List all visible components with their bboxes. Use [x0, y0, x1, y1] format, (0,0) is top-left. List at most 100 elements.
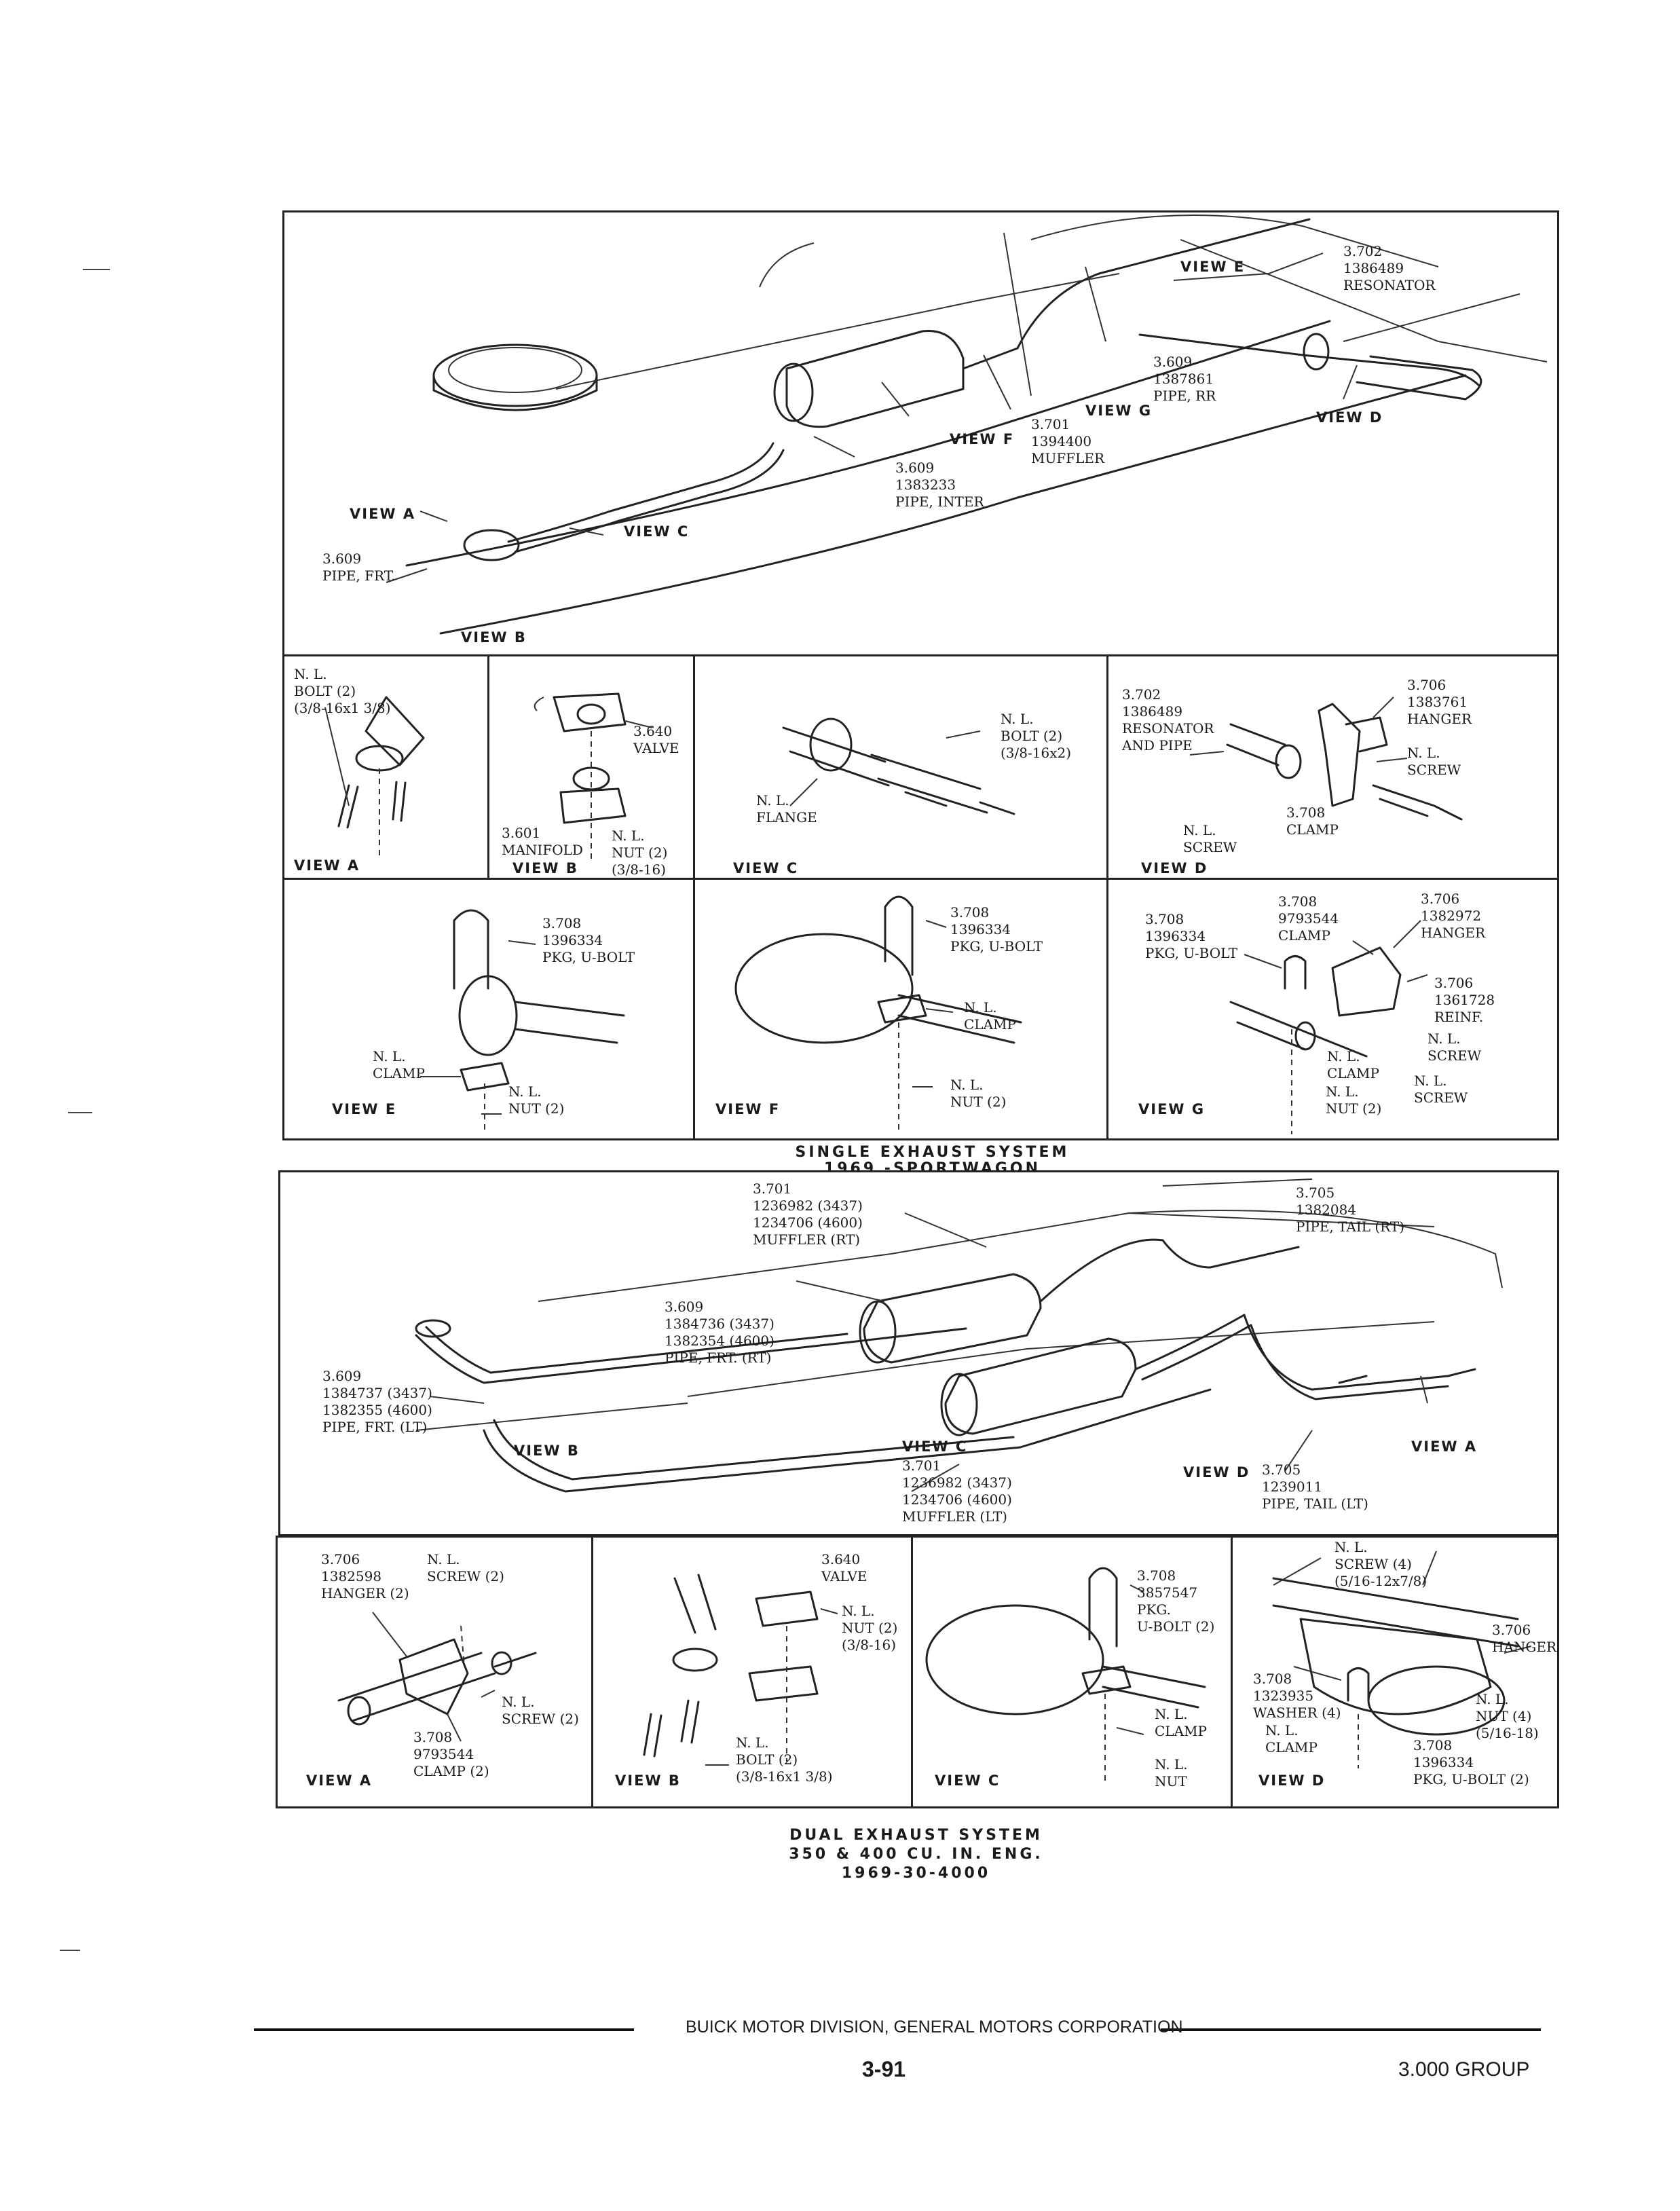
view-label-d: VIEW D [1258, 1772, 1326, 1789]
label-u-bolt: 3.708 1396334 PKG, U-BOLT [1145, 911, 1238, 961]
footer-page-number: 3-91 [862, 2057, 906, 2081]
view-label-b: VIEW B [615, 1772, 681, 1789]
label-hanger: 3.706 1383761 HANGER [1407, 677, 1472, 727]
label-screw: N. L. SCREW [1414, 1073, 1468, 1106]
view-label-f: VIEW F [950, 431, 1015, 447]
single-caption-line1: SINGLE EXHAUST SYSTEM [795, 1144, 1070, 1161]
callout-resonator: 3.702 1386489 RESONATOR [1343, 243, 1436, 293]
label-valve: 3.640 VALVE [633, 723, 679, 756]
dual-caption-line3: 1969-30-4000 [841, 1865, 991, 1882]
dual-main-view: 3.701 1236982 (3437) 1234706 (4600) MUFF… [278, 1170, 1559, 1536]
view-label-g: VIEW G [1085, 403, 1153, 419]
label-manifold: 3.601 MANIFOLD [502, 825, 583, 858]
footer-division: BUICK MOTOR DIVISION, GENERAL MOTORS COR… [686, 2018, 1183, 2037]
view-label-c: VIEW C [935, 1772, 1001, 1789]
view-label-a: VIEW A [350, 506, 416, 522]
label-clamp: N. L. CLAMP [373, 1048, 425, 1081]
label-hanger: 3.706 1382972 HANGER [1421, 891, 1486, 941]
view-label-c: VIEW C [902, 1438, 968, 1455]
margin-mark [83, 269, 110, 270]
view-label-d: VIEW D [1316, 409, 1383, 426]
callout-pipe-frt: 3.609 PIPE, FRT. [322, 551, 396, 584]
label-clamp: N. L. CLAMP [1265, 1722, 1318, 1755]
label-clamp: N. L. CLAMP [1327, 1048, 1379, 1081]
label-screw: N. L. SCREW (2) [502, 1694, 579, 1727]
single-detail-view-d: 3.702 1386489 RESONATOR AND PIPE 3.706 1… [1106, 654, 1559, 880]
view-label-e: VIEW E [1180, 259, 1246, 275]
callout-muffler: 3.701 1394400 MUFFLER [1031, 416, 1105, 466]
label-resonator-and-pipe: 3.702 1386489 RESONATOR AND PIPE [1122, 686, 1214, 754]
label-u-bolt: 3.708 1396334 PKG, U-BOLT [950, 904, 1043, 954]
view-label-c: VIEW C [733, 860, 799, 876]
label-clamp: 3.708 9793544 CLAMP [1278, 893, 1339, 944]
callout-pipe-tail-lt: 3.705 1239011 PIPE, TAIL (LT) [1262, 1462, 1368, 1512]
label-clamp: N. L. CLAMP [964, 999, 1016, 1033]
view-label-a: VIEW A [294, 857, 360, 874]
footer-rule-right [1161, 2028, 1541, 2031]
view-label-g: VIEW G [1138, 1101, 1206, 1117]
view-label-b: VIEW B [461, 629, 527, 646]
dual-detail-view-c: 3.708 3857547 PKG. U-BOLT (2) N. L. CLAM… [911, 1536, 1233, 1808]
label-clamp: 3.708 CLAMP [1286, 804, 1339, 838]
single-main-view: 3.702 1386489 RESONATOR 3.609 1387861 PI… [282, 210, 1559, 656]
callout-pipe-rr: 3.609 1387861 PIPE, RR [1153, 354, 1216, 404]
label-nut: N. L. NUT [1155, 1756, 1188, 1789]
view-label-d: VIEW D [1141, 860, 1208, 876]
label-clamp: 3.708 9793544 CLAMP (2) [413, 1729, 489, 1779]
footer-group: 3.000 GROUP [1398, 2058, 1530, 2081]
callout-pipe-inter: 3.609 1383233 PIPE, INTER [895, 460, 984, 510]
dual-caption-line2: 350 & 400 CU. IN. ENG. [789, 1846, 1043, 1863]
label-nut: N. L. NUT (4) (5/16-18) [1476, 1691, 1539, 1741]
view-label-e: VIEW E [332, 1101, 397, 1117]
label-screw: N. L. SCREW (4) (5/16-12x7/8) [1334, 1539, 1427, 1589]
label-flange: N. L. FLANGE [756, 792, 817, 825]
single-detail-view-c: N. L. BOLT (2) (3/8-16x2) N. L. FLANGE V… [693, 654, 1108, 880]
single-chassis-drawing [386, 215, 1548, 635]
footer-rule-left [254, 2028, 634, 2031]
dual-detail-view-b: 3.640 VALVE N. L. NUT (2) (3/8-16) N. L.… [591, 1536, 913, 1808]
label-bolt: N. L. BOLT (2) (3/8-16x1 3/8) [294, 666, 391, 716]
view-label-a: VIEW A [1411, 1438, 1478, 1455]
dual-caption-line1: DUAL EXHAUST SYSTEM [789, 1827, 1043, 1844]
label-nut: N. L. NUT (2) [950, 1077, 1007, 1110]
single-detail-view-e: 3.708 1396334 PKG, U-BOLT N. L. CLAMP N.… [282, 878, 695, 1140]
label-u-bolt: 3.708 1396334 PKG, U-BOLT (2) [1413, 1737, 1529, 1787]
dual-detail-view-a: 3.706 1382598 HANGER (2) N. L. SCREW (2)… [276, 1536, 593, 1808]
label-u-bolt: 3.708 1396334 PKG, U-BOLT [542, 915, 635, 965]
label-bolt: N. L. BOLT (2) (3/8-16x2) [1001, 711, 1072, 761]
label-screw: N. L. SCREW [1427, 1030, 1482, 1064]
view-label-f: VIEW F [715, 1101, 781, 1117]
label-bolt: N. L. BOLT (2) (3/8-16x1 3/8) [736, 1734, 833, 1785]
view-label-c: VIEW C [624, 523, 690, 540]
single-detail-view-a: N. L. BOLT (2) (3/8-16x1 3/8) VIEW A [282, 654, 489, 880]
view-label-b: VIEW B [514, 1443, 580, 1459]
label-screw: N. L. SCREW (2) [427, 1551, 504, 1584]
callout-muffler-lt: 3.701 1236982 (3437) 1234706 (4600) MUFF… [902, 1457, 1012, 1525]
single-detail-view-f: 3.708 1396334 PKG, U-BOLT N. L. CLAMP N.… [693, 878, 1108, 1140]
label-nut: N. L. NUT (2) (3/8-16) [612, 828, 668, 878]
label-washer: 3.708 1323935 WASHER (4) [1253, 1671, 1341, 1721]
view-label-b: VIEW B [512, 860, 578, 876]
label-hanger: 3.706 1382598 HANGER (2) [321, 1551, 409, 1601]
label-reinf: 3.706 1361728 REINF. [1434, 975, 1495, 1025]
label-hanger: 3.706 HANGER [1492, 1622, 1557, 1655]
margin-mark [68, 1112, 92, 1113]
label-valve: 3.640 VALVE [821, 1551, 867, 1584]
callout-pipe-tail-rt: 3.705 1382084 PIPE, TAIL (RT) [1296, 1185, 1405, 1235]
label-screw: N. L. SCREW [1183, 822, 1237, 855]
dual-detail-view-d: N. L. SCREW (4) (5/16-12x7/8) 3.706 HANG… [1231, 1536, 1559, 1808]
callout-pipe-frt-rt: 3.609 1384736 (3437) 1382354 (4600) PIPE… [665, 1299, 774, 1366]
label-clamp: N. L. CLAMP [1155, 1706, 1207, 1739]
single-detail-view-g: 3.708 9793544 CLAMP 3.706 1382972 HANGER… [1106, 878, 1559, 1140]
label-nut: N. L. NUT (2) [508, 1083, 565, 1117]
view-label-a: VIEW A [306, 1772, 373, 1789]
single-detail-view-b: 3.640 VALVE 3.601 MANIFOLD N. L. NUT (2)… [487, 654, 695, 880]
label-screw: N. L. SCREW [1407, 745, 1461, 778]
label-nut: N. L. NUT (2) [1326, 1083, 1382, 1117]
callout-muffler-rt: 3.701 1236982 (3437) 1234706 (4600) MUFF… [753, 1181, 863, 1248]
margin-mark [60, 1950, 80, 1951]
callout-pipe-frt-lt: 3.609 1384737 (3437) 1382355 (4600) PIPE… [322, 1368, 432, 1435]
view-label-d: VIEW D [1183, 1464, 1250, 1481]
label-u-bolt: 3.708 3857547 PKG. U-BOLT (2) [1137, 1567, 1215, 1635]
label-nut: N. L. NUT (2) (3/8-16) [842, 1603, 898, 1653]
